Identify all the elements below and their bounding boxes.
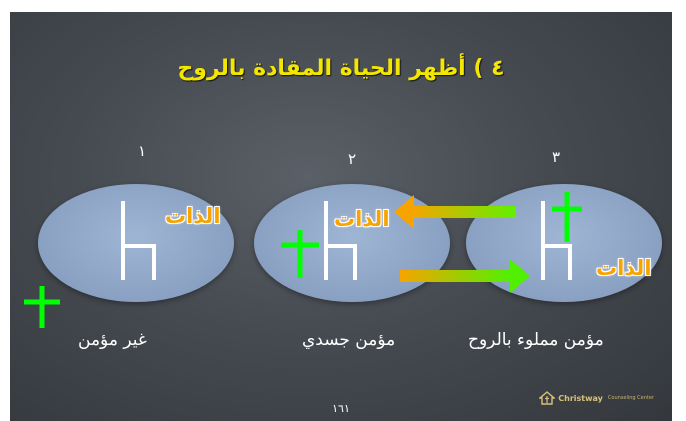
throne-icon bbox=[324, 201, 357, 280]
house-icon bbox=[539, 391, 556, 405]
arrow-left-icon bbox=[394, 195, 516, 229]
slide: ٤ ) أظهر الحياة المقادة بالروح ١ ٢ ٣ الذ… bbox=[10, 12, 672, 421]
cross-icon bbox=[24, 286, 60, 328]
diagram-number-2: ٢ bbox=[348, 150, 357, 168]
christway-logo: Christway Counseling Center bbox=[539, 391, 654, 405]
page-number: ١٦١ bbox=[332, 402, 350, 415]
diagram-number-1: ١ bbox=[138, 142, 147, 160]
diagram-graphics bbox=[24, 192, 582, 328]
caption-carnal-believer: مؤمن جسدي bbox=[302, 330, 396, 350]
circle-unbeliever bbox=[38, 184, 234, 302]
caption-spirit-filled-believer: مؤمن مملوء بالروح bbox=[468, 330, 604, 350]
cross-icon bbox=[552, 192, 582, 242]
slide-title: ٤ ) أظهر الحياة المقادة بالروح bbox=[177, 56, 505, 81]
caption-unbeliever: غير مؤمن bbox=[78, 330, 147, 350]
cross-icon bbox=[281, 230, 319, 278]
throne-icon bbox=[541, 201, 572, 280]
arrow-right-icon bbox=[400, 259, 530, 293]
self-label-1: الذات bbox=[165, 204, 221, 228]
throne-icon bbox=[121, 201, 156, 280]
self-label-3: الذات bbox=[596, 256, 652, 280]
logo-name: Christway bbox=[558, 393, 603, 403]
logo-subtitle: Counseling Center bbox=[607, 395, 654, 401]
self-label-2: الذات bbox=[334, 207, 390, 231]
diagram-number-3: ٣ bbox=[552, 148, 561, 166]
circle-spirit-filled-believer bbox=[466, 184, 662, 302]
